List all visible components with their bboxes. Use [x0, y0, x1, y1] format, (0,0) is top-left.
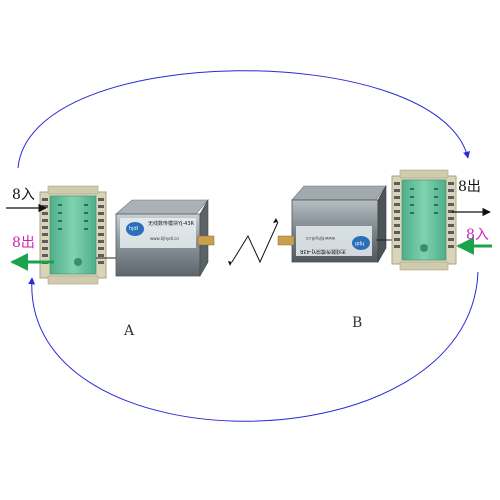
- station-b-output-label: 8出: [458, 179, 481, 195]
- station-b-logo-text: hjdl: [355, 240, 365, 246]
- station-b-io-module: [391, 169, 457, 271]
- station-a-label: A: [124, 323, 135, 339]
- station-a-terminal-strip: [42, 198, 104, 264]
- station-a-modem-url: www.hjhydl.cn: [150, 236, 179, 241]
- bottom-loop-arrow: [28, 271, 479, 422]
- station-a-modem-title: 无线数传模块YJ-43R: [148, 221, 194, 227]
- station-a-module-dial: [74, 258, 82, 266]
- station-b-module-dial: [420, 244, 428, 252]
- zigzag-arrowhead-left: [228, 261, 232, 266]
- zigzag-arrowhead-right: [273, 218, 278, 223]
- station-a-logo-text: hjdl: [129, 226, 139, 232]
- station-a-io-module: [39, 185, 107, 285]
- station-b-logo: [352, 236, 370, 250]
- top-loop-arrow: [17, 70, 470, 169]
- zigzag-lightning-icon: [231, 221, 279, 264]
- station-b-label: B: [352, 315, 363, 331]
- station-b-modem: [277, 184, 387, 264]
- station-a-input-label: 8入: [12, 187, 35, 203]
- station-b-leds: [410, 188, 438, 214]
- station-b-modem-url: www.hjhydl.cn: [306, 236, 335, 241]
- station-a-logo: [126, 222, 144, 236]
- station-b-input-label: 8入: [466, 227, 489, 243]
- station-a-leds: [58, 204, 88, 230]
- station-b-modem-title: 无线数传模块YJ-43R: [300, 248, 346, 254]
- station-a-output-label: 8出: [12, 235, 35, 251]
- station-b-terminal-strip: [394, 182, 454, 248]
